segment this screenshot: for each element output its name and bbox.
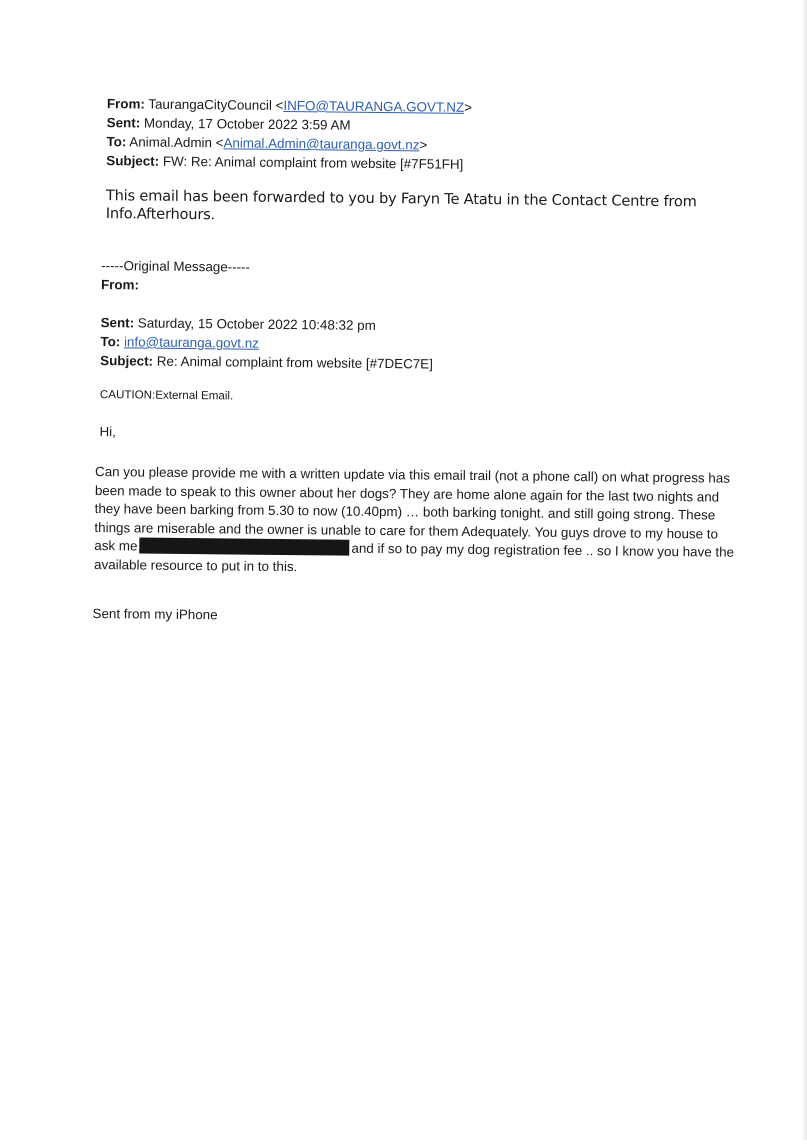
header-to-name: Animal.Admin < (129, 134, 224, 151)
header-sent-line: Sent: Monday, 17 October 2022 3:59 AM (107, 114, 351, 135)
header-sent-value: Monday, 17 October 2022 3:59 AM (143, 115, 351, 133)
header-to-email-link[interactable]: Animal.Admin@tauranga.govt.nz (223, 135, 420, 153)
header-to-close: > (419, 137, 428, 153)
caution-banner: CAUTION:External Email. (99, 388, 234, 403)
original-from-label: From: (100, 277, 140, 293)
scan-edge-shadow (801, 0, 807, 1140)
header-from-label: From: (106, 96, 145, 112)
signature: Sent from my iPhone (92, 606, 218, 623)
original-subject-value: Re: Animal complaint from website [#7DEC… (156, 353, 433, 372)
header-from-close: > (464, 99, 473, 115)
original-subject-label: Subject: (100, 353, 154, 369)
original-sent-value: Saturday, 15 October 2022 10:48:32 pm (137, 315, 376, 333)
header-from-email-link[interactable]: INFO@TAURANGA.GOVT.NZ (283, 97, 465, 115)
header-sent-label: Sent: (106, 115, 141, 131)
header-subject-label: Subject: (106, 153, 160, 169)
header-from-name: TaurangaCityCouncil < (148, 96, 284, 113)
header-subject-line: Subject: FW: Re: Animal complaint from w… (106, 152, 463, 174)
original-to-label: To: (100, 334, 121, 350)
header-to-line: To: Animal.Admin <Animal.Admin@tauranga.… (106, 133, 427, 154)
original-to-line: To: info@tauranga.govt.nz (100, 333, 259, 353)
header-to-label: To: (106, 134, 127, 150)
original-subject-line: Subject: Re: Animal complaint from websi… (100, 352, 433, 373)
forward-note: This email has been forwarded to you by … (105, 187, 697, 224)
original-sent-line: Sent: Saturday, 15 October 2022 10:48:32… (101, 314, 376, 335)
original-sent-label: Sent: (100, 315, 135, 331)
greeting: Hi, (99, 424, 116, 440)
redaction-block (139, 537, 350, 557)
header-from-line: From: TaurangaCityCouncil <INFO@TAURANGA… (107, 95, 472, 117)
message-body: Can you please provide me with a written… (94, 463, 735, 581)
header-subject-value: FW: Re: Animal complaint from website [#… (162, 153, 464, 172)
original-divider: -----Original Message----- (101, 258, 251, 275)
original-to-email-link[interactable]: info@tauranga.govt.nz (123, 334, 260, 351)
